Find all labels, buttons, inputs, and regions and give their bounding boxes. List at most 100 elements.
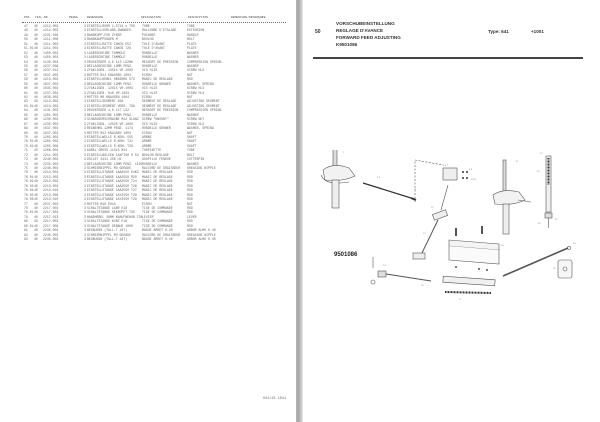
quantity-cell: 3 — [84, 46, 86, 51]
description-cell: ROD — [187, 219, 193, 224]
position-cell: 70.02 — [24, 143, 34, 148]
position-cell: 65 — [24, 112, 28, 117]
part-number-cell: 1212.003 — [43, 24, 59, 28]
position-cell: 50 — [24, 37, 28, 42]
part-number-cell: 1131.003 — [43, 108, 59, 113]
quantity-cell: 3 — [84, 170, 86, 175]
svg-text:12: 12 — [431, 207, 434, 209]
title-german: VORSCHUBEINSTELLUNG — [336, 21, 395, 26]
quantity-cell: 3 — [84, 63, 86, 68]
benennung-cell: EINSTELLBOLZEN 1AXFISH S 53 — [87, 152, 139, 157]
designation-cell: ECROU — [142, 201, 152, 206]
quantity-cell: 3 — [84, 68, 86, 73]
title-english: FORWARD FEED ADJUSTING — [336, 35, 401, 40]
benennung-cell: BEILAGSCHEIBE 13MM PENZ. — [87, 112, 133, 117]
position-cell: 55 — [24, 63, 28, 68]
description-cell: ROD — [187, 210, 193, 215]
te-cell: 40 — [34, 37, 38, 42]
description-cell: TUBE — [187, 24, 195, 28]
description-cell: ROD — [187, 174, 193, 179]
part-number-cell: 1450.003 — [43, 55, 59, 60]
position-cell: 58 — [24, 77, 28, 82]
header-divider — [22, 22, 286, 23]
te-cell: 40 — [34, 112, 38, 117]
machine-type: Type: 641 — [488, 29, 509, 34]
designation-cell: BOULON REGLAGE — [142, 152, 169, 157]
part-number-cell: 1036.003 — [43, 95, 59, 99]
col-designation: DESIGNATION — [141, 16, 161, 19]
part-number-cell: 2213.003 — [43, 170, 59, 175]
svg-text:15: 15 — [421, 285, 424, 287]
position-cell: 76.03 — [24, 183, 34, 188]
part-number-cell: 1037.003 — [43, 126, 59, 131]
part-number-cell: 1205.003 — [43, 134, 59, 139]
position-cell: 60 — [24, 86, 28, 91]
quantity-cell: 3 — [84, 130, 86, 135]
part-number-cell: 2213.003 — [43, 174, 59, 179]
part-number-cell: 1206.003 — [43, 148, 59, 153]
quantity-cell: 3 — [84, 157, 86, 162]
quantity-cell: 3 — [84, 201, 86, 206]
position-cell: 76 — [24, 170, 28, 175]
te-cell: 40 — [34, 41, 38, 46]
position-cell: 68 — [24, 126, 28, 131]
designation-cell: TIGE DE COMMANDE — [142, 210, 173, 215]
part-number-cell: 1211.003 — [43, 152, 59, 157]
designation-cell: MANIC DE REGLAGE — [142, 174, 173, 179]
designation-cell: ECROU — [142, 95, 152, 99]
quantity-cell: 3 — [84, 143, 86, 148]
te-cell: 40 — [34, 174, 38, 179]
te-cell: 40 — [34, 126, 38, 131]
benennung-cell: SCHMIERNIPPEL MU GERADE — [87, 232, 131, 237]
description-cell: PLATE — [187, 41, 197, 46]
description-cell: SCREW HLX — [187, 86, 205, 91]
designation-cell: RONDELLE — [142, 112, 158, 117]
te-cell: 40 — [34, 130, 38, 135]
quantity-cell: 3 — [84, 59, 86, 64]
position-cell: 76.01 — [24, 174, 34, 179]
description-cell: BOLT — [187, 152, 195, 157]
benennung-cell: EINSTELLRATTE IAKOS E52 — [87, 41, 131, 46]
quantity-cell: 3 — [84, 126, 86, 131]
te-cell: 40 — [34, 86, 38, 91]
description-cell: ROD — [187, 205, 193, 210]
description-cell: WASHER, SPRING — [187, 126, 214, 131]
part-number-cell: 1213.003 — [43, 77, 59, 82]
description-cell: ROD — [187, 170, 193, 175]
designation-cell: MANIC DE REGLAGE — [142, 77, 173, 82]
designation-cell: MANIC DE REGLAGE — [142, 197, 173, 202]
description-cell: SCREW HLX — [187, 121, 205, 126]
part-number-cell: 2213.003 — [43, 183, 59, 188]
part-number-cell: 2240.003 — [43, 166, 59, 170]
part-number-cell: 1230.003 — [43, 117, 59, 122]
part-number-cell: 1037.003 — [43, 130, 59, 135]
te-cell: 40 — [34, 103, 38, 108]
position-cell: 59 — [24, 81, 28, 86]
designation-cell: RALLONGE D'ETALAGE — [142, 28, 177, 33]
designation-cell: LEVIER — [142, 214, 154, 219]
part-number-cell: 2235.003 — [43, 228, 59, 233]
benennung-cell: EINSTELLSEGMENT 638 — [87, 99, 124, 104]
designation-cell: TUBE — [142, 24, 150, 28]
te-cell: 40 — [34, 108, 38, 113]
benennung-cell: LAGERSCHEIBE TAMMOLE — [87, 55, 126, 60]
part-number-cell: 2213.003 — [43, 179, 59, 184]
designation-cell: MANIC DE REGLAGE — [142, 183, 173, 188]
